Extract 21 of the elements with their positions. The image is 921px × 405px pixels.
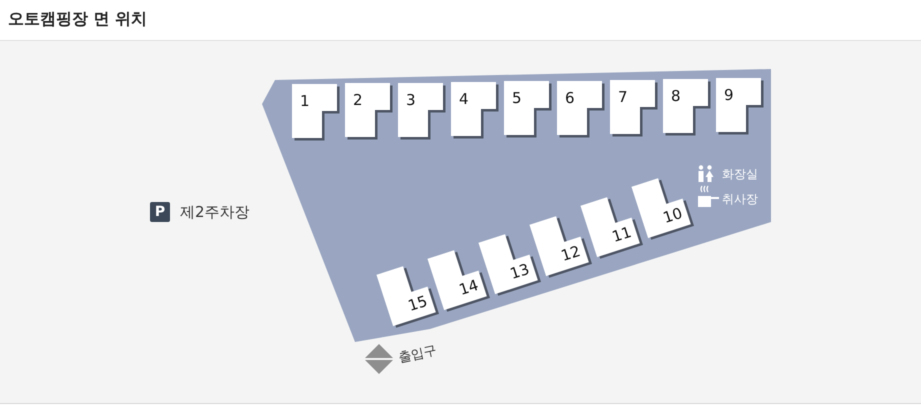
parking-sign: P [150,202,170,222]
place-label: 출입구 [396,342,438,367]
site-number: 15 [406,293,430,314]
site-number: 2 [353,93,363,108]
site-number: 3 [406,92,416,108]
site-number: 8 [671,89,681,104]
site-number: 5 [512,91,522,106]
site-number: 11 [610,224,634,244]
page-title: 오토캠핑장 면 위치 [8,9,148,30]
site-number: 6 [565,90,575,106]
site-number: 9 [724,88,734,104]
site-number: 10 [661,205,684,226]
site-number: 7 [618,90,628,105]
site-number: 4 [459,92,469,107]
site-number: 14 [457,277,480,298]
site-number: 13 [508,261,532,282]
facility-label: 취사장 [722,191,758,208]
facility-label: 화장실 [722,166,758,183]
site-number: 1 [300,94,310,109]
place-label: 제2주차장 [180,203,250,222]
site-number: 12 [559,243,582,264]
